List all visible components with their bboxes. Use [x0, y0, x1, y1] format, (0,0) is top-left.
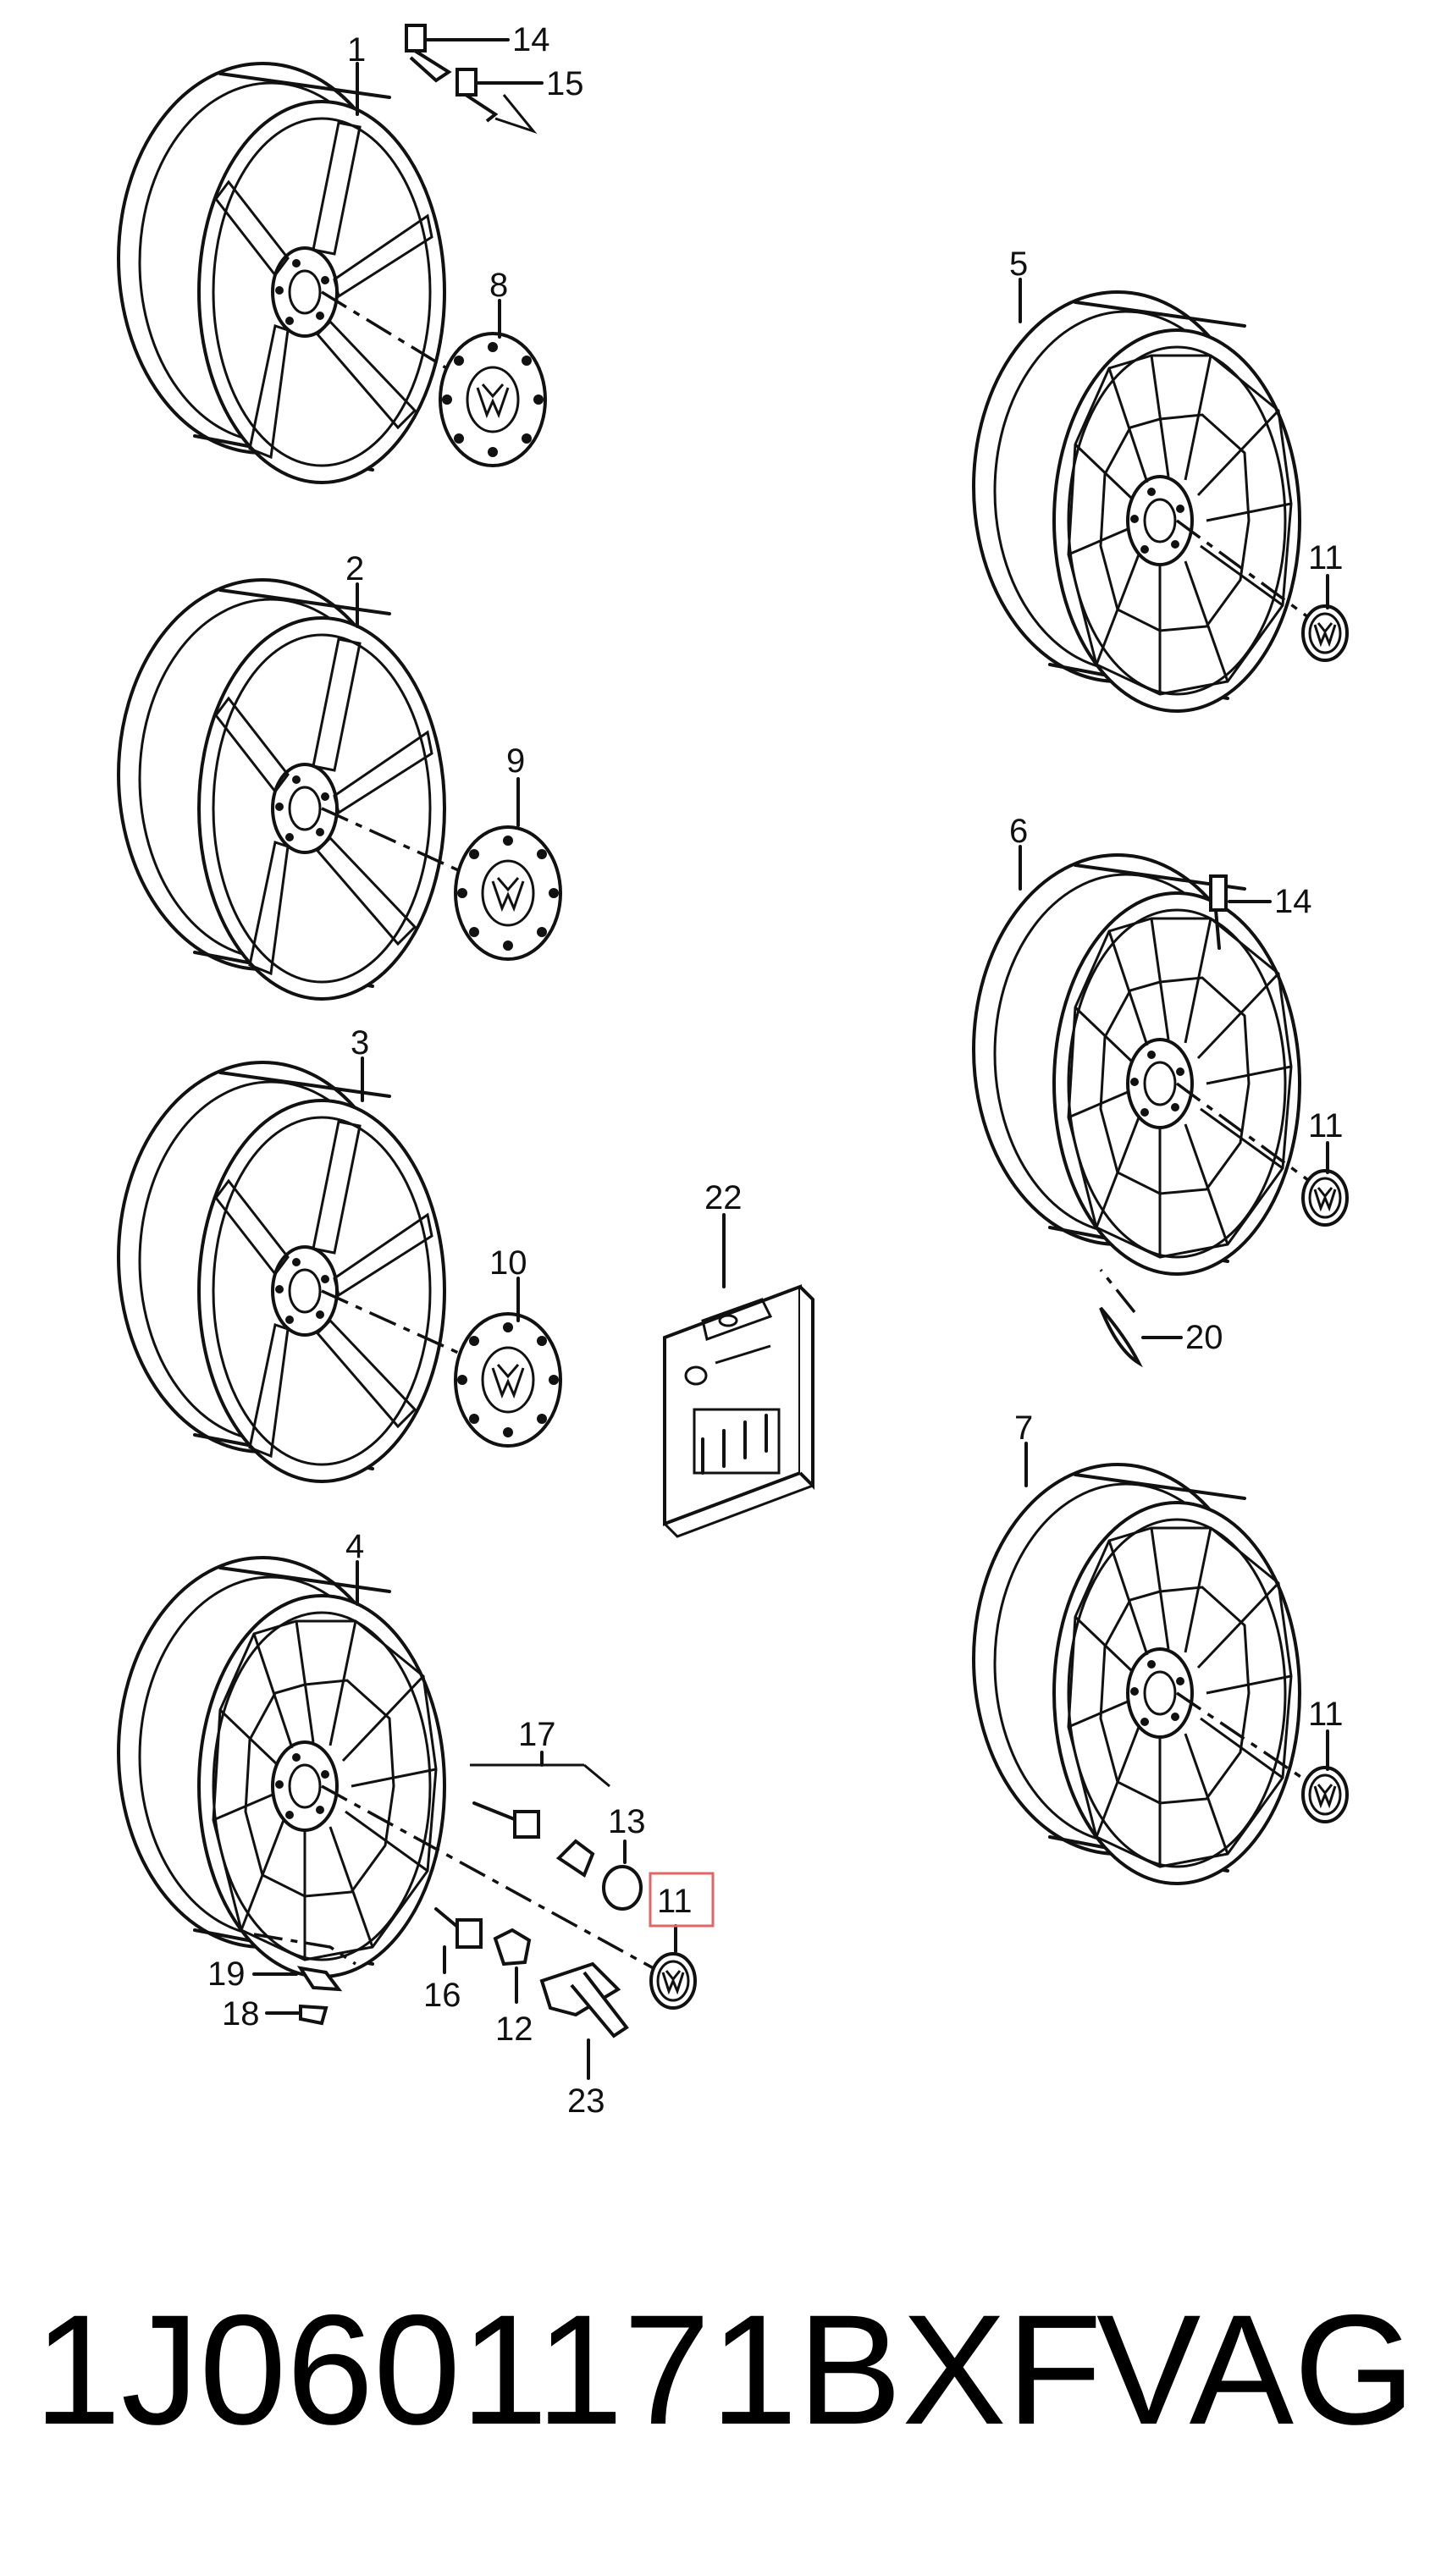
center-cap-11-d [649, 1952, 697, 2010]
wheel-7 [972, 1463, 1301, 1885]
part-label-14-b[interactable]: 14 [1274, 883, 1312, 920]
part-label-2[interactable]: 2 [345, 550, 364, 587]
center-cap-10 [454, 1312, 562, 1448]
lock-nut-13-icon [602, 1840, 643, 1911]
part-label-4[interactable]: 4 [345, 1528, 364, 1565]
part-label-6[interactable]: 6 [1009, 813, 1028, 850]
highlight-box [649, 1872, 715, 1928]
part-label-20[interactable]: 20 [1185, 1319, 1223, 1356]
part-label-14-a[interactable]: 14 [512, 21, 550, 58]
part-labels: 1 2 3 4 5 6 7 8 9 10 11 11 11 11 11 12 1… [207, 21, 1344, 2120]
part-label-11-c[interactable]: 11 [1308, 1696, 1344, 1733]
center-cap-8 [439, 332, 547, 467]
part-label-11-b[interactable]: 11 [1308, 1107, 1344, 1145]
part-label-15[interactable]: 15 [546, 65, 584, 102]
part-label-22[interactable]: 22 [704, 1179, 743, 1216]
part-label-10[interactable]: 10 [489, 1244, 527, 1282]
balance-weight-20-icon [1099, 1268, 1183, 1368]
part-label-19[interactable]: 19 [207, 1955, 246, 1993]
wheel-5 [972, 290, 1301, 713]
bolt-16-icon [434, 1907, 483, 1974]
part-label-11-a[interactable]: 11 [1308, 539, 1344, 576]
part-label-8[interactable]: 8 [489, 267, 508, 304]
part-label-7[interactable]: 7 [1014, 1409, 1033, 1447]
valve-stem-icon [405, 24, 544, 135]
part-label-13[interactable]: 13 [608, 1803, 646, 1840]
part-number: 1J0601171BXF [34, 2283, 1102, 2457]
clip-18-19-icon [252, 1933, 356, 2026]
part-label-17[interactable]: 17 [518, 1716, 556, 1753]
center-cap-11-b [1301, 1169, 1349, 1227]
center-cap-11-c [1301, 1766, 1349, 1823]
wheel-1 [117, 62, 446, 484]
wheel-3 [117, 1061, 446, 1483]
wrench-adapter-23-icon [539, 1961, 629, 2080]
part-label-16[interactable]: 16 [423, 1977, 461, 2014]
lock-bolt-kit-package-22-icon [663, 1213, 814, 1538]
part-label-12[interactable]: 12 [495, 2011, 533, 2048]
part-label-11-d[interactable]: 11 [657, 1883, 693, 1920]
part-label-9[interactable]: 9 [506, 742, 525, 780]
valve-stem-14-icon [1209, 874, 1272, 950]
footer: 1J0601171BXF VAG [0, 2277, 1430, 2463]
center-cap-11-a [1301, 604, 1349, 662]
center-cap-9 [454, 825, 562, 961]
part-label-18[interactable]: 18 [222, 1995, 260, 2033]
part-label-3[interactable]: 3 [351, 1024, 369, 1062]
wheel-2 [117, 578, 446, 1001]
part-label-5[interactable]: 5 [1009, 245, 1028, 283]
nut-12-icon [493, 1928, 532, 2004]
bolt-17-icon [470, 1751, 610, 1878]
part-label-23[interactable]: 23 [567, 2082, 605, 2120]
wheel-6 [972, 853, 1301, 1276]
part-label-1[interactable]: 1 [347, 31, 366, 69]
brand-name: VAG [1096, 2283, 1416, 2457]
wheel-4 [117, 1556, 446, 1978]
